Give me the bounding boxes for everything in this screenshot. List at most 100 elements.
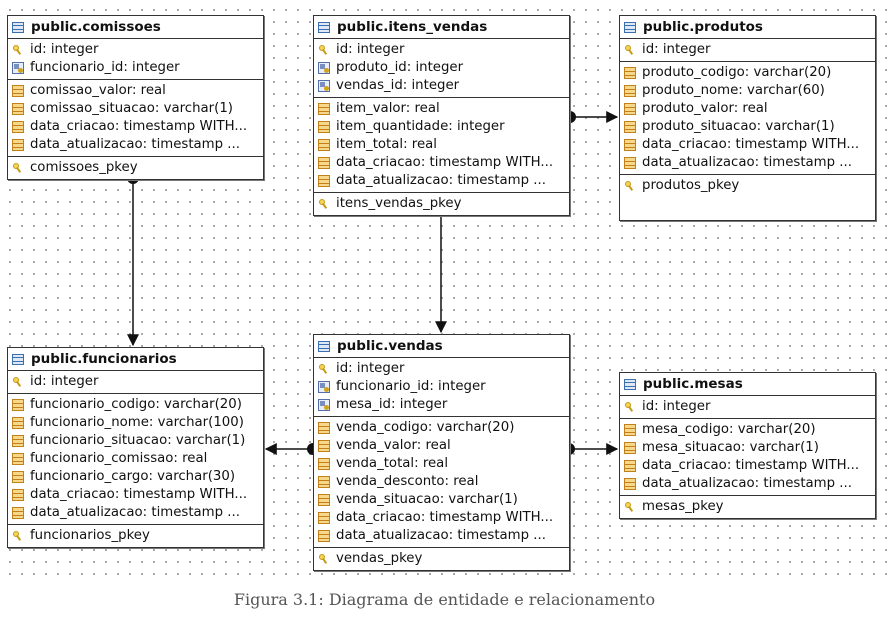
key-row[interactable]: id: integer — [620, 41, 875, 59]
table-header[interactable]: public.funcionarios — [8, 348, 263, 371]
key-row[interactable]: vendas_id: integer — [314, 77, 569, 95]
table-header[interactable]: public.produtos — [620, 16, 875, 39]
key-row[interactable]: funcionario_id: integer — [314, 378, 569, 396]
figure-caption: Figura 3.1: Diagrama de entidade e relac… — [233, 590, 656, 609]
table-mesas[interactable]: public.mesas id: integer mesa_codigo: va… — [619, 372, 876, 519]
column-row[interactable]: comissao_situacao: varchar(1) — [8, 100, 263, 118]
column-icon — [318, 476, 330, 488]
key-row[interactable]: produto_id: integer — [314, 59, 569, 77]
column-icon — [318, 157, 330, 169]
key-row[interactable]: id: integer — [8, 41, 263, 59]
column-row[interactable]: funcionario_cargo: varchar(30) — [8, 468, 263, 486]
key-icon — [12, 162, 24, 174]
column-row[interactable]: venda_situacao: varchar(1) — [314, 491, 569, 509]
pkey-row[interactable]: vendas_pkey — [314, 550, 569, 568]
column-icon — [12, 507, 24, 519]
column-label: data_criacao: timestamp WITH... — [336, 155, 554, 170]
columns-section: funcionario_codigo: varchar(20) funciona… — [8, 394, 263, 525]
column-row[interactable]: mesa_codigo: varchar(20) — [620, 421, 875, 439]
key-row[interactable]: id: integer — [620, 398, 875, 416]
column-row[interactable]: funcionario_codigo: varchar(20) — [8, 396, 263, 414]
column-row[interactable]: data_atualizacao: timestamp ... — [314, 527, 569, 545]
table-funcionarios[interactable]: public.funcionarios id: integer funciona… — [7, 347, 264, 548]
column-row[interactable]: venda_codigo: varchar(20) — [314, 419, 569, 437]
column-icon — [318, 458, 330, 470]
constraint-label: itens_vendas_pkey — [336, 196, 462, 211]
foreign-key-icon — [12, 62, 24, 74]
column-row[interactable]: data_atualizacao: timestamp ... — [314, 172, 569, 190]
key-row[interactable]: mesa_id: integer — [314, 396, 569, 414]
foreign-key-icon — [318, 62, 330, 74]
column-label: data_atualizacao: timestamp ... — [336, 173, 546, 188]
table-icon — [318, 340, 330, 352]
table-header[interactable]: public.mesas — [620, 373, 875, 396]
column-label: id: integer — [336, 42, 405, 57]
column-label: funcionario_nome: varchar(100) — [30, 415, 244, 430]
column-label: mesa_id: integer — [336, 397, 448, 412]
column-row[interactable]: data_criacao: timestamp WITH... — [8, 486, 263, 504]
table-produtos[interactable]: public.produtos id: integer produto_codi… — [619, 15, 876, 221]
column-icon — [624, 478, 636, 490]
pkey-row[interactable]: itens_vendas_pkey — [314, 195, 569, 213]
column-icon — [12, 453, 24, 465]
key-icon — [624, 180, 636, 192]
pkey-row[interactable]: comissoes_pkey — [8, 159, 263, 177]
table-vendas[interactable]: public.vendas id: integer funcionario_id… — [313, 334, 570, 571]
column-row[interactable]: data_criacao: timestamp WITH... — [620, 457, 875, 475]
table-header[interactable]: public.vendas — [314, 335, 569, 358]
pkey-row[interactable]: produtos_pkey — [620, 177, 875, 195]
pkey-row[interactable]: funcionarios_pkey — [8, 527, 263, 545]
column-row[interactable]: produto_codigo: varchar(20) — [620, 64, 875, 82]
column-label: venda_total: real — [336, 456, 449, 471]
column-row[interactable]: data_criacao: timestamp WITH... — [8, 118, 263, 136]
column-label: produto_situacao: varchar(1) — [642, 119, 835, 134]
key-row[interactable]: id: integer — [8, 373, 263, 391]
column-label: venda_codigo: varchar(20) — [336, 420, 515, 435]
table-icon — [624, 378, 636, 390]
column-row[interactable]: data_criacao: timestamp WITH... — [314, 509, 569, 527]
column-row[interactable]: venda_valor: real — [314, 437, 569, 455]
column-icon — [12, 121, 24, 133]
column-row[interactable]: comissao_valor: real — [8, 82, 263, 100]
column-label: id: integer — [642, 42, 711, 57]
primary-key-icon — [12, 376, 24, 388]
column-row[interactable]: funcionario_situacao: varchar(1) — [8, 432, 263, 450]
column-row[interactable]: item_total: real — [314, 136, 569, 154]
pkey-row[interactable]: mesas_pkey — [620, 498, 875, 516]
key-row[interactable]: id: integer — [314, 360, 569, 378]
column-row[interactable]: funcionario_nome: varchar(100) — [8, 414, 263, 432]
column-row[interactable]: produto_situacao: varchar(1) — [620, 118, 875, 136]
column-row[interactable]: venda_desconto: real — [314, 473, 569, 491]
table-header[interactable]: public.comissoes — [8, 16, 263, 39]
column-row[interactable]: data_atualizacao: timestamp ... — [620, 475, 875, 493]
column-row[interactable]: data_atualizacao: timestamp ... — [8, 136, 263, 154]
column-icon — [318, 440, 330, 452]
column-label: comissao_situacao: varchar(1) — [30, 101, 233, 116]
table-header[interactable]: public.itens_vendas — [314, 16, 569, 39]
column-icon — [318, 139, 330, 151]
column-row[interactable]: produto_nome: varchar(60) — [620, 82, 875, 100]
keys-section: id: integer — [620, 39, 875, 62]
column-row[interactable]: venda_total: real — [314, 455, 569, 473]
column-row[interactable]: data_criacao: timestamp WITH... — [620, 136, 875, 154]
column-row[interactable]: funcionario_comissao: real — [8, 450, 263, 468]
column-label: data_criacao: timestamp WITH... — [30, 487, 248, 502]
key-row[interactable]: id: integer — [314, 41, 569, 59]
column-row[interactable]: item_quantidade: integer — [314, 118, 569, 136]
column-row[interactable]: mesa_situacao: varchar(1) — [620, 439, 875, 457]
column-row[interactable]: produto_valor: real — [620, 100, 875, 118]
columns-section: comissao_valor: real comissao_situacao: … — [8, 80, 263, 157]
column-icon — [318, 512, 330, 524]
column-row[interactable]: data_atualizacao: timestamp ... — [620, 154, 875, 172]
table-comissoes[interactable]: public.comissoes id: integer funcionario… — [7, 15, 264, 180]
keys-section: id: integer — [8, 371, 263, 394]
key-icon — [318, 198, 330, 210]
table-title: public.vendas — [337, 338, 443, 354]
primary-key-icon — [624, 401, 636, 413]
column-row[interactable]: data_criacao: timestamp WITH... — [314, 154, 569, 172]
constraint-label: comissoes_pkey — [30, 160, 138, 175]
table-itens-vendas[interactable]: public.itens_vendas id: integer produto_… — [313, 15, 570, 216]
column-row[interactable]: item_valor: real — [314, 100, 569, 118]
column-row[interactable]: data_atualizacao: timestamp ... — [8, 504, 263, 522]
key-row[interactable]: funcionario_id: integer — [8, 59, 263, 77]
